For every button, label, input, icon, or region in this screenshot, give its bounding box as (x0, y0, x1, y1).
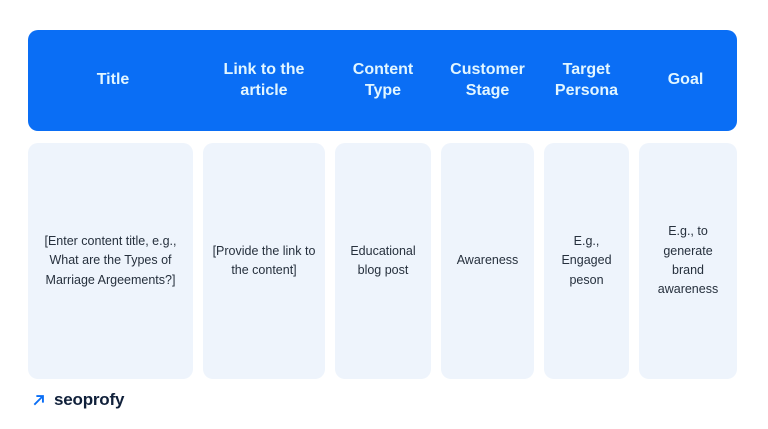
table-cell-title[interactable]: [Enter content title, e.g., What are the… (28, 143, 193, 379)
arrow-up-right-icon (30, 392, 47, 409)
table-cell-content-type-wrap: Educational blog post (330, 143, 436, 379)
table-cell-content-type[interactable]: Educational blog post (335, 143, 431, 379)
table-cell-target-persona[interactable]: E.g., Engaged peson (544, 143, 629, 379)
brand-logo-text: seoprofy (54, 390, 125, 409)
column-header-customer-stage: Customer Stage (450, 61, 525, 99)
table-cell-target-persona-wrap: E.g., Engaged peson (539, 143, 634, 379)
column-header-goal: Goal (667, 71, 704, 89)
table-cell-goal-wrap: E.g., to generate brand awareness (634, 143, 737, 379)
brand-logo: seoprofy (30, 390, 124, 410)
column-header-link-to-article: Link to the article (223, 61, 305, 99)
table-cell-title-wrap: [Enter content title, e.g., What are the… (28, 143, 198, 379)
table-cell-goal[interactable]: E.g., to generate brand awareness (639, 143, 737, 379)
table-cell-link-to-article[interactable]: [Provide the link to the content] (203, 143, 325, 379)
column-header-content-type: Content Type (352, 61, 414, 99)
table-cell-customer-stage[interactable]: Awareness (441, 143, 534, 379)
table-header-row: Title Link to the article Content Type C… (28, 30, 737, 131)
table-cell-customer-stage-wrap: Awareness (436, 143, 539, 379)
column-header-target-persona: Target Persona (554, 61, 619, 99)
column-header-title: Title (96, 71, 130, 89)
table-cell-link-wrap: [Provide the link to the content] (198, 143, 330, 379)
table-row: [Enter content title, e.g., What are the… (28, 143, 737, 379)
